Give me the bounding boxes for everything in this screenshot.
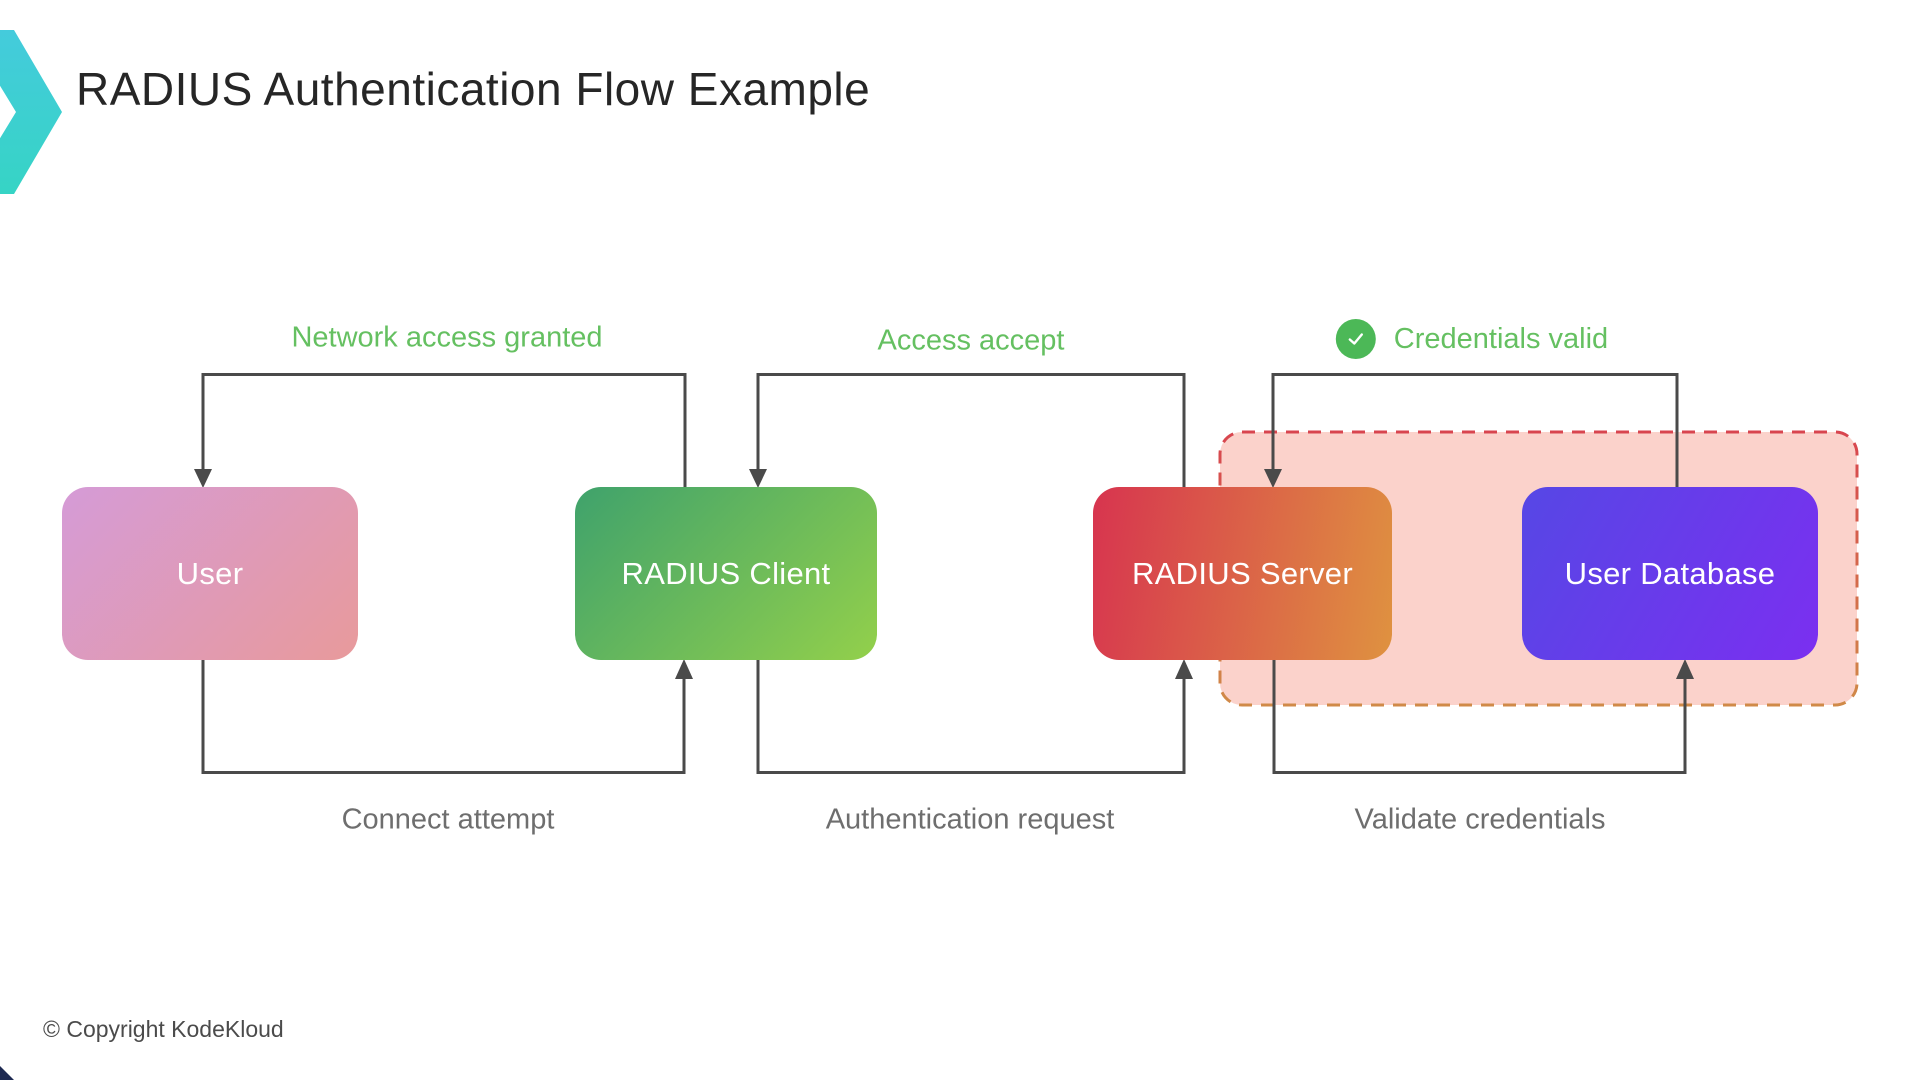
connector-authentication-request	[756, 659, 1193, 774]
connector-credentials-valid	[1264, 373, 1679, 488]
copyright-text: © Copyright KodeKloud	[43, 1016, 284, 1042]
flow-label-text: Connect attempt	[341, 803, 555, 836]
flow-label-text: Network access granted	[291, 321, 603, 354]
flow-label-authentication-request: Authentication request	[826, 804, 1115, 837]
corner-accent-shape	[0, 1066, 14, 1080]
node-user-database: User Database	[1522, 487, 1818, 660]
node-radius-client: RADIUS Client	[575, 487, 877, 660]
connector-network-access-granted	[194, 373, 687, 488]
connector-validate-credentials	[1272, 659, 1694, 774]
node-radius-server: RADIUS Server	[1093, 487, 1392, 660]
flow-label-text: Validate credentials	[1354, 803, 1606, 836]
flow-label-text: Access accept	[877, 324, 1065, 357]
connector-access-accept	[749, 373, 1186, 488]
connector-connect-attempt	[201, 659, 693, 774]
node-radius-server-label: RADIUS Server	[1132, 555, 1353, 591]
node-user-label: User	[176, 555, 244, 591]
node-radius-client-label: RADIUS Client	[621, 555, 831, 591]
kodekloud-chevron-icon	[0, 30, 62, 194]
node-user: User	[62, 487, 358, 660]
flow-label-access-accept: Access accept	[878, 325, 1065, 358]
node-user-database-label: User Database	[1564, 555, 1776, 591]
flow-label-validate-credentials: Validate credentials	[1355, 804, 1606, 837]
flow-label-text: Credentials valid	[1393, 322, 1609, 355]
flow-label-connect-attempt: Connect attempt	[342, 804, 555, 837]
page-title: RADIUS Authentication Flow Example	[76, 63, 871, 115]
flow-label-credentials-valid: Credentials valid	[1335, 319, 1609, 359]
flow-label-text: Authentication request	[825, 803, 1115, 836]
check-circle-icon	[1335, 319, 1376, 359]
flow-label-network-access-granted: Network access granted	[291, 322, 602, 355]
